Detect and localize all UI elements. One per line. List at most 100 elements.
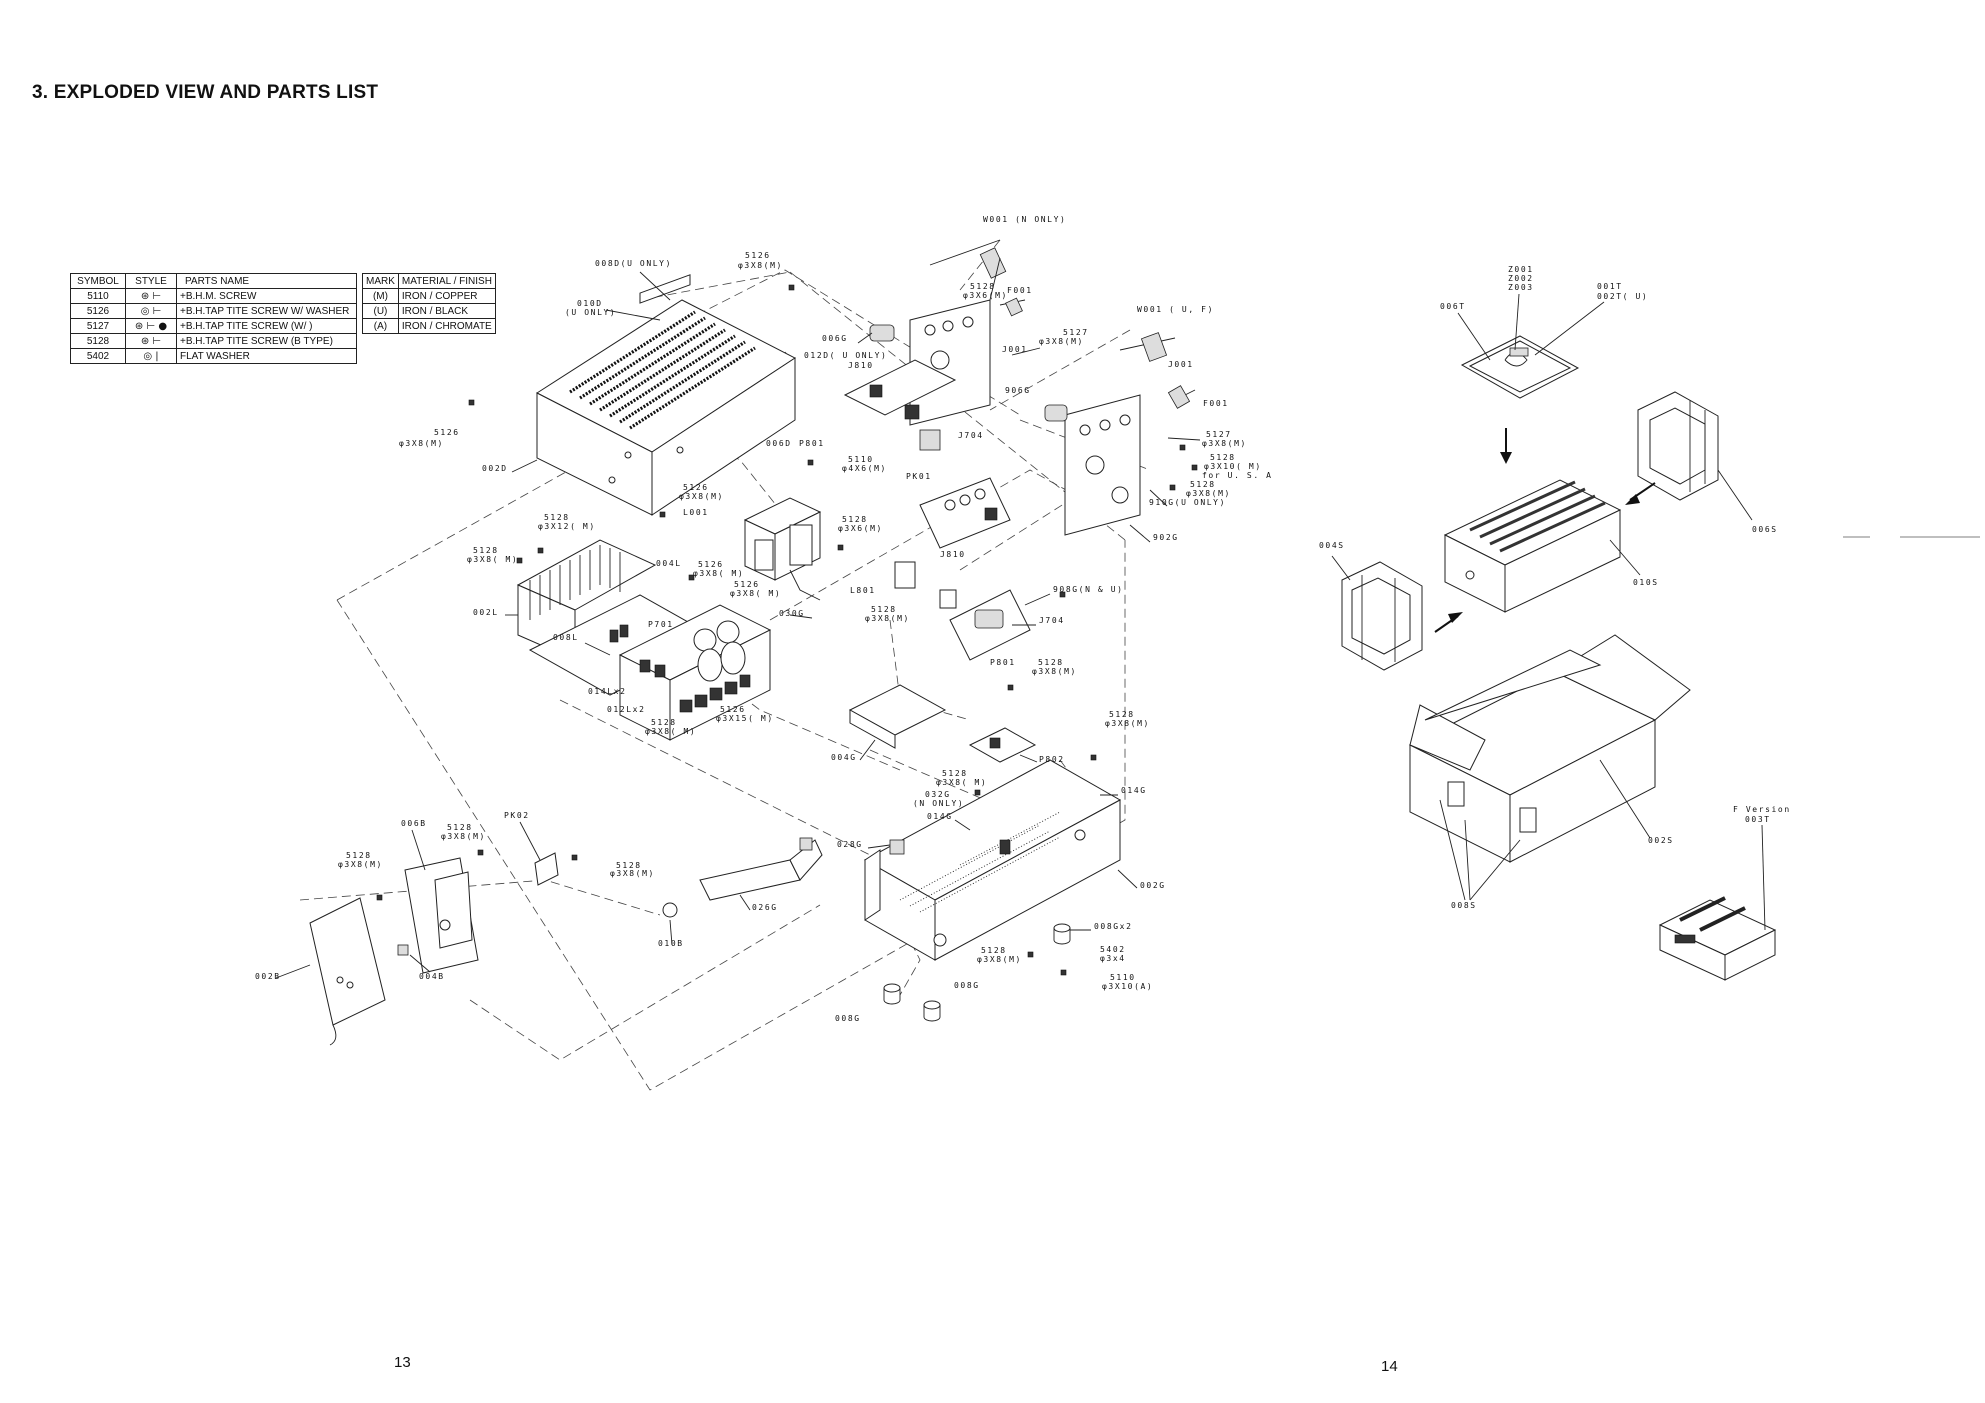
part-callout: φ3X8( M) bbox=[467, 555, 518, 564]
part-callout: 5128 bbox=[544, 513, 570, 522]
part-callout: Z003 bbox=[1508, 283, 1534, 292]
part-callout: W001 (N ONLY) bbox=[983, 215, 1066, 224]
part-callout: 5128 bbox=[1210, 453, 1236, 462]
part-callout: 008S bbox=[1451, 901, 1477, 910]
part-callout: 012Lx2 bbox=[607, 705, 646, 714]
part-callout: φ3X10( M) bbox=[1204, 462, 1262, 471]
part-callout: J704 bbox=[958, 431, 984, 440]
part-callout: F Version bbox=[1733, 805, 1791, 814]
part-callout: φ3X8(M) bbox=[679, 492, 724, 501]
part-callout: φ3X8(M) bbox=[1202, 439, 1247, 448]
part-callout: 5128 bbox=[871, 605, 897, 614]
part-callout: φ3X8(M) bbox=[1039, 337, 1084, 346]
feet-008G bbox=[883, 923, 1071, 1022]
part-callout: Z002 bbox=[1508, 274, 1534, 283]
legend-name: FLAT WASHER bbox=[176, 348, 357, 364]
part-callout: φ3X6(M) bbox=[963, 291, 1008, 300]
part-callout: 5128 bbox=[970, 282, 996, 291]
part-callout: 008G bbox=[954, 981, 980, 990]
arrow-right-icon bbox=[1434, 612, 1463, 633]
leader-lines bbox=[275, 271, 1201, 979]
part-callout: 5128 bbox=[651, 718, 677, 727]
power-cords bbox=[929, 239, 1196, 409]
part-callout: φ3X8( M) bbox=[645, 727, 696, 736]
part-callout: P801 bbox=[990, 658, 1016, 667]
part-callout: φ3X8( M) bbox=[730, 589, 781, 598]
part-callout: 5128 bbox=[616, 861, 642, 870]
part-callout: 006D bbox=[766, 439, 792, 448]
pk01-board bbox=[894, 429, 1031, 661]
part-callout: 004G bbox=[831, 753, 857, 762]
part-callout: 5126 bbox=[434, 428, 460, 437]
part-callout: L801 bbox=[850, 586, 876, 595]
part-callout: φ3X8(M) bbox=[338, 860, 383, 869]
part-callout: 5126 bbox=[683, 483, 709, 492]
part-callout: 002G bbox=[1140, 881, 1166, 890]
part-callout: Z001 bbox=[1508, 265, 1534, 274]
part-callout: for U. S. A bbox=[1202, 471, 1273, 480]
part-callout: J001 bbox=[1168, 360, 1194, 369]
part-callout: W001 ( U, F) bbox=[1137, 305, 1214, 314]
part-callout: 006B bbox=[401, 819, 427, 828]
part-callout: 002B bbox=[255, 972, 281, 981]
part-callout: 902G bbox=[1153, 533, 1179, 542]
part-callout: 906G bbox=[1005, 386, 1031, 395]
part-callout: φ3X8( M) bbox=[936, 778, 987, 787]
part-callout: 014Lx2 bbox=[588, 687, 627, 696]
page-title: 3. EXPLODED VIEW AND PARTS LIST bbox=[32, 82, 379, 103]
part-callout: φ3X8(M) bbox=[1186, 489, 1231, 498]
part-callout: P801 bbox=[799, 439, 825, 448]
packaging-unit-010S bbox=[1443, 479, 1641, 613]
finish-header-row: MARK MATERIAL / FINISH bbox=[362, 273, 496, 289]
top-cover-002D bbox=[535, 274, 796, 516]
front-panel-assembly bbox=[309, 852, 678, 1046]
part-callout: 004S bbox=[1319, 541, 1345, 550]
part-callout: φ3X8(M) bbox=[441, 832, 486, 841]
part-callout: 5128 bbox=[842, 515, 868, 524]
screw-legend-table: SYMBOL STYLE PARTS NAME 5110 ⊛ ⊢ +B.H.M.… bbox=[70, 273, 357, 364]
part-callout: 004B bbox=[419, 972, 445, 981]
legend-row: 5126 ◎ ⊢ +B.H.TAP TITE SCREW W/ WASHER bbox=[70, 303, 357, 319]
part-callout: 5402 bbox=[1100, 945, 1126, 954]
part-callout: φ3X8(M) bbox=[865, 614, 910, 623]
part-callout: F001 bbox=[1203, 399, 1229, 408]
part-callout: φ3X6(M) bbox=[838, 524, 883, 533]
part-callout: 014G bbox=[1121, 786, 1147, 795]
page-number-right: 14 bbox=[1381, 1358, 1398, 1375]
part-callout: φ4X6(M) bbox=[842, 464, 887, 473]
part-callout: 006T bbox=[1440, 302, 1466, 311]
part-callout: PK02 bbox=[504, 811, 530, 820]
part-callout: φ3X8(M) bbox=[399, 439, 444, 448]
part-callout: F001 bbox=[1007, 286, 1033, 295]
part-callout: 030G bbox=[779, 609, 805, 618]
part-callout: (U ONLY) bbox=[565, 308, 616, 317]
part-callout: 012D( U ONLY) bbox=[804, 351, 887, 360]
part-callout: φ3X8(M) bbox=[738, 261, 783, 270]
part-callout: 026G bbox=[752, 903, 778, 912]
part-callout: 5128 bbox=[473, 546, 499, 555]
arrow-left-icon bbox=[1625, 482, 1656, 505]
part-callout: φ3X8(M) bbox=[977, 955, 1022, 964]
shipping-carton-002S bbox=[1408, 634, 1691, 901]
part-callout: φ3X8( M) bbox=[693, 569, 744, 578]
part-callout: 5128 bbox=[942, 769, 968, 778]
rear-panel bbox=[843, 299, 1141, 536]
legend-row: 5128 ⊛ ⊢ +B.H.TAP TITE SCREW (B TYPE) bbox=[70, 333, 357, 349]
packaging-accessory-bag bbox=[1457, 293, 1605, 399]
part-callout: J704 bbox=[1039, 616, 1065, 625]
part-callout: P802 bbox=[1039, 755, 1065, 764]
product-unit-003T bbox=[1658, 824, 1777, 981]
part-callout: 910G(U ONLY) bbox=[1149, 498, 1226, 507]
part-callout: 001T bbox=[1597, 282, 1623, 291]
part-callout: 5128 bbox=[1190, 480, 1216, 489]
part-callout: 004L bbox=[656, 559, 682, 568]
main-pcb-P701 bbox=[618, 604, 772, 741]
part-callout: φ3X12( M) bbox=[538, 522, 596, 531]
legend-row: 5402 ◎ | FLAT WASHER bbox=[70, 348, 357, 364]
part-callout: 006S bbox=[1752, 525, 1778, 534]
part-callout: 010B bbox=[658, 939, 684, 948]
legend-header-row: SYMBOL STYLE PARTS NAME bbox=[70, 273, 357, 289]
part-callout: 008Gx2 bbox=[1094, 922, 1133, 931]
front-bracket-026G bbox=[699, 837, 823, 901]
part-callout: φ3x4 bbox=[1100, 954, 1126, 963]
